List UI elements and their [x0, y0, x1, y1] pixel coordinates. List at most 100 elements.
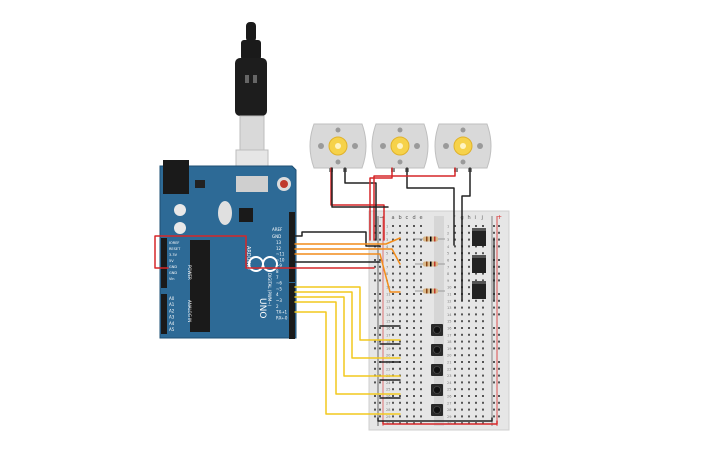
- breadboard-hole[interactable]: [399, 313, 401, 316]
- breadboard-hole[interactable]: [413, 272, 415, 275]
- rail-hole[interactable]: [379, 279, 381, 282]
- breadboard-hole[interactable]: [406, 374, 408, 377]
- breadboard-hole[interactable]: [399, 395, 401, 397]
- rail-hole[interactable]: [498, 293, 500, 295]
- breadboard-hole[interactable]: [454, 272, 456, 275]
- breadboard-hole[interactable]: [406, 313, 408, 316]
- breadboard-hole[interactable]: [468, 327, 470, 329]
- breadboard-hole[interactable]: [454, 293, 456, 295]
- breadboard-hole[interactable]: [461, 361, 463, 363]
- breadboard-hole[interactable]: [454, 259, 456, 261]
- breadboard-hole[interactable]: [475, 401, 477, 404]
- breadboard-hole[interactable]: [406, 347, 408, 350]
- breadboard-hole[interactable]: [406, 225, 408, 227]
- breadboard-hole[interactable]: [461, 381, 463, 384]
- breadboard-hole[interactable]: [413, 415, 415, 418]
- breadboard-hole[interactable]: [406, 388, 408, 391]
- breadboard-hole[interactable]: [392, 422, 394, 425]
- wire-black[interactable]: [461, 167, 471, 301]
- breadboard-hole[interactable]: [461, 306, 463, 309]
- breadboard-hole[interactable]: [420, 422, 422, 425]
- resistor[interactable]: [415, 288, 445, 294]
- breadboard-hole[interactable]: [454, 252, 456, 255]
- breadboard-hole[interactable]: [406, 354, 408, 357]
- breadboard-hole[interactable]: [468, 238, 470, 241]
- breadboard-hole[interactable]: [413, 286, 415, 289]
- rail-hole[interactable]: [498, 333, 500, 336]
- rail-hole[interactable]: [374, 313, 376, 316]
- breadboard-hole[interactable]: [399, 388, 401, 391]
- breadboard-hole[interactable]: [468, 340, 470, 343]
- rail-hole[interactable]: [374, 333, 376, 336]
- breadboard-hole[interactable]: [413, 238, 415, 241]
- breadboard-hole[interactable]: [475, 395, 477, 397]
- breadboard-hole[interactable]: [475, 313, 477, 316]
- breadboard-hole[interactable]: [475, 245, 477, 248]
- push-button[interactable]: [431, 384, 443, 396]
- wire-orange[interactable]: [294, 237, 401, 245]
- breadboard-hole[interactable]: [461, 320, 463, 323]
- rail-hole[interactable]: [379, 401, 381, 404]
- breadboard-hole[interactable]: [413, 245, 415, 248]
- breadboard-hole[interactable]: [475, 252, 477, 255]
- rail-hole[interactable]: [374, 381, 376, 384]
- wire-yellow[interactable]: [294, 311, 401, 415]
- breadboard-hole[interactable]: [454, 374, 456, 377]
- breadboard-hole[interactable]: [420, 231, 422, 234]
- breadboard-hole[interactable]: [454, 395, 456, 397]
- wire-yellow[interactable]: [294, 301, 401, 395]
- breadboard-hole[interactable]: [399, 225, 401, 227]
- breadboard-hole[interactable]: [461, 422, 463, 425]
- breadboard-hole[interactable]: [482, 388, 484, 391]
- breadboard-hole[interactable]: [406, 320, 408, 323]
- breadboard-hole[interactable]: [399, 265, 401, 268]
- breadboard-hole[interactable]: [420, 401, 422, 404]
- rail-hole[interactable]: [493, 299, 495, 302]
- breadboard-hole[interactable]: [454, 279, 456, 282]
- breadboard-hole[interactable]: [420, 286, 422, 289]
- breadboard-hole[interactable]: [420, 252, 422, 255]
- rail-hole[interactable]: [498, 374, 500, 377]
- breadboard-hole[interactable]: [406, 306, 408, 309]
- wire-red[interactable]: [373, 167, 456, 241]
- breadboard-hole[interactable]: [406, 408, 408, 411]
- breadboard-hole[interactable]: [475, 388, 477, 391]
- rail-hole[interactable]: [374, 272, 376, 275]
- rail-hole[interactable]: [493, 367, 495, 370]
- breadboard-hole[interactable]: [413, 354, 415, 357]
- wire-orange[interactable]: [294, 248, 401, 265]
- breadboard-hole[interactable]: [399, 245, 401, 248]
- rail-hole[interactable]: [374, 408, 376, 411]
- breadboard-hole[interactable]: [406, 367, 408, 370]
- breadboard-hole[interactable]: [413, 293, 415, 295]
- breadboard-hole[interactable]: [406, 381, 408, 384]
- breadboard-hole[interactable]: [454, 327, 456, 329]
- breadboard-hole[interactable]: [420, 245, 422, 248]
- rail-hole[interactable]: [493, 408, 495, 411]
- breadboard-hole[interactable]: [420, 320, 422, 323]
- rail-hole[interactable]: [374, 401, 376, 404]
- breadboard-hole[interactable]: [420, 361, 422, 363]
- breadboard-hole[interactable]: [482, 347, 484, 350]
- rail-hole[interactable]: [493, 374, 495, 377]
- breadboard-hole[interactable]: [392, 401, 394, 404]
- breadboard-hole[interactable]: [392, 388, 394, 391]
- rail-hole[interactable]: [374, 293, 376, 295]
- breadboard-hole[interactable]: [475, 320, 477, 323]
- breadboard-hole[interactable]: [420, 306, 422, 309]
- breadboard-hole[interactable]: [461, 333, 463, 336]
- breadboard-hole[interactable]: [392, 225, 394, 227]
- breadboard-hole[interactable]: [475, 347, 477, 350]
- breadboard-hole[interactable]: [482, 395, 484, 397]
- breadboard-hole[interactable]: [399, 286, 401, 289]
- breadboard-hole[interactable]: [468, 286, 470, 289]
- breadboard-hole[interactable]: [420, 225, 422, 227]
- rail-hole[interactable]: [493, 327, 495, 329]
- breadboard-hole[interactable]: [399, 299, 401, 302]
- breadboard-hole[interactable]: [399, 347, 401, 350]
- dc-motor[interactable]: [371, 123, 429, 172]
- breadboard-hole[interactable]: [482, 299, 484, 302]
- breadboard-hole[interactable]: [468, 347, 470, 350]
- digital-header-bottom[interactable]: [289, 283, 295, 339]
- rail-hole[interactable]: [498, 238, 500, 241]
